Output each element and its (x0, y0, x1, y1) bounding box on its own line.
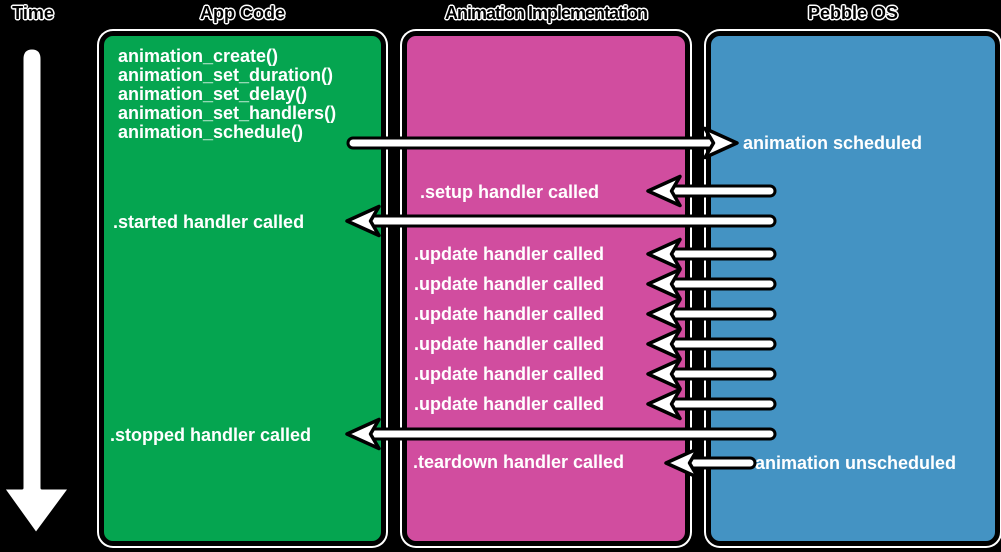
animation-unscheduled-label: animation unscheduled (755, 453, 957, 473)
time-header: Time (12, 3, 54, 23)
started-handler-label: .started handler called (113, 212, 305, 232)
app-code-header: App Code (200, 3, 285, 23)
update-handler-label: .update handler called (414, 334, 605, 354)
function-call: animation_set_duration() (118, 65, 334, 85)
update-handler-label: .update handler called (414, 304, 605, 324)
update-handler-label: .update handler called (414, 274, 605, 294)
teardown-handler-label: .teardown handler called (413, 452, 625, 472)
animation-implementation-header: Animation Implementation (444, 3, 648, 23)
pebble-os-header: Pebble OS (807, 3, 899, 23)
pebble-os-box: animation scheduled animation unschedule… (706, 31, 1000, 546)
stopped-handler-label: .stopped handler called (110, 425, 312, 445)
animation-implementation-box: .setup handler called .update handler ca… (402, 31, 690, 546)
function-call: animation_set_handlers() (118, 103, 337, 123)
update-handler-label: .update handler called (414, 364, 605, 384)
app-code-box: animation_create() animation_set_duratio… (99, 31, 386, 546)
animation-scheduled-label: animation scheduled (743, 133, 923, 153)
update-handler-label: .update handler called (414, 394, 605, 414)
function-call: animation_create() (118, 46, 279, 66)
app-code-function-list: animation_create() animation_set_duratio… (118, 47, 336, 142)
setup-handler-label: .setup handler called (420, 182, 600, 202)
function-call: animation_set_delay() (118, 84, 308, 104)
update-handler-label: .update handler called (414, 244, 605, 264)
time-axis-arrow (1, 46, 72, 536)
function-call: animation_schedule() (118, 122, 304, 142)
